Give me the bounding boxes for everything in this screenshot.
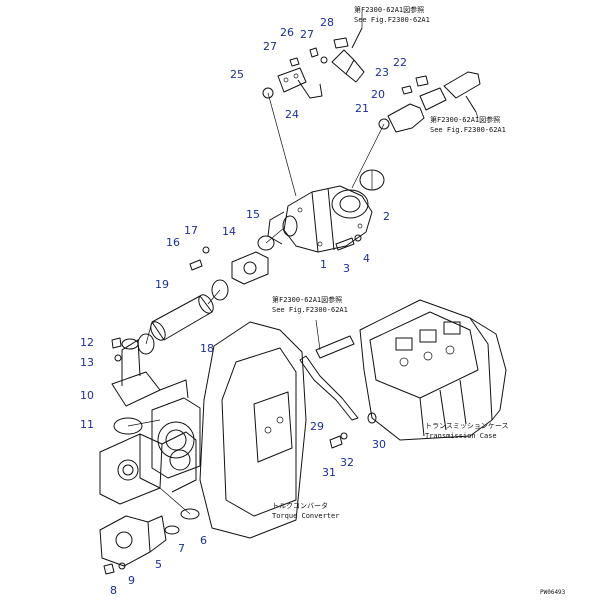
label-21: 21	[355, 102, 369, 115]
label-31: 31	[322, 466, 336, 479]
label-20: 20	[371, 88, 385, 101]
bolts-26-28	[289, 37, 349, 67]
figure-code: PW06493	[540, 589, 566, 596]
bolts-12-13	[111, 337, 122, 362]
ref-right-jp: 第F2300-62A1図参照	[430, 115, 500, 124]
o-ring-25	[262, 87, 274, 99]
label-32: 32	[340, 456, 354, 469]
ref-top-jp: 第F2300-62A1図参照	[354, 5, 424, 14]
label-5: 5	[155, 558, 162, 571]
elbow-fitting-20	[387, 87, 447, 133]
bolts-22-23	[401, 75, 429, 95]
label-8: 8	[110, 584, 117, 597]
transmission-label-en: Transmission Case	[425, 432, 497, 440]
label-16: 16	[166, 236, 180, 249]
bolt-31-32	[329, 432, 348, 449]
label-2: 2	[383, 210, 390, 223]
label-6: 6	[200, 534, 207, 547]
torque-label-jp: トルクコンバータ	[272, 501, 328, 510]
main-pump	[267, 185, 373, 253]
label-23: 23	[375, 66, 389, 79]
ref-right-en: See Fig.F2300-62A1	[430, 126, 506, 134]
o-ring-7	[164, 525, 180, 535]
label-22: 22	[393, 56, 407, 69]
label-27: 27	[263, 40, 277, 53]
clamps-19	[137, 279, 229, 355]
ref-top-en: See Fig.F2300-62A1	[354, 16, 430, 24]
part-number-labels: 1 2 3 4 5 6 7 8 9 10 11 12 13 14 15 16 1…	[80, 16, 407, 597]
ref-mid-en: See Fig.F2300-62A1	[272, 306, 348, 314]
tube-right	[443, 71, 481, 113]
flange-14	[231, 251, 269, 285]
elbow-fitting-24	[277, 67, 323, 99]
label-19: 19	[155, 278, 169, 291]
label-14: 14	[222, 225, 236, 238]
ref-mid-jp: 第F2300-62A1図参照	[272, 295, 342, 304]
o-ring-6	[180, 508, 200, 520]
transmission-label-jp: トランスミッションケース	[425, 422, 509, 430]
hose-18	[150, 294, 214, 341]
gasket-11	[113, 417, 143, 435]
label-10: 10	[80, 389, 94, 402]
o-ring-21	[378, 118, 390, 130]
label-7: 7	[178, 542, 185, 555]
o-ring-30	[367, 412, 377, 424]
label-3: 3	[343, 262, 350, 275]
label-25: 25	[230, 68, 244, 81]
label-1: 1	[320, 258, 327, 271]
tube-29	[299, 335, 359, 421]
label-28: 28	[320, 16, 334, 29]
label-27b: 27	[300, 28, 314, 41]
label-18: 18	[200, 342, 214, 355]
label-13: 13	[80, 356, 94, 369]
torque-converter-housing	[151, 321, 307, 539]
label-26: 26	[280, 26, 294, 39]
label-29: 29	[310, 420, 324, 433]
bolts-16-17	[189, 246, 210, 271]
transmission-case	[359, 299, 507, 441]
label-17: 17	[184, 224, 198, 237]
o-ring-15	[257, 235, 275, 251]
leader-lines	[127, 12, 479, 515]
label-11: 11	[80, 418, 94, 431]
tube-top	[331, 27, 365, 83]
torque-label-en: Torque Converter	[272, 512, 339, 520]
reference-notes: 第F2300-62A1図参照 See Fig.F2300-62A1 第F2300…	[272, 5, 566, 596]
label-12: 12	[80, 336, 94, 349]
bolt-3	[335, 234, 362, 251]
label-24: 24	[285, 108, 299, 121]
lower-pump	[99, 431, 197, 505]
label-30: 30	[372, 438, 386, 451]
bolt-8-9	[103, 562, 126, 575]
label-4: 4	[363, 252, 370, 265]
small-pump-5	[99, 515, 167, 567]
label-15: 15	[246, 208, 260, 221]
label-9: 9	[128, 574, 135, 587]
